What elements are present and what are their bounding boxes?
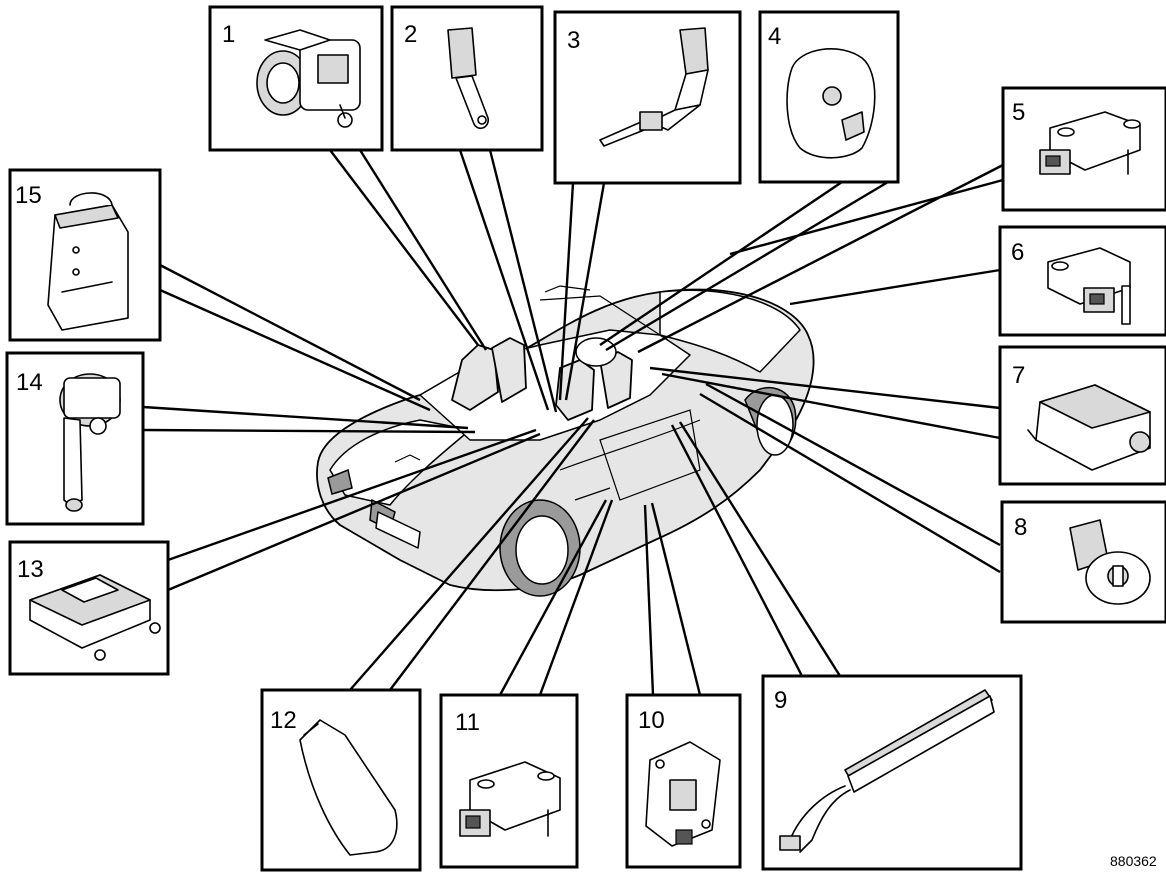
component-14: 14: [7, 353, 143, 524]
rollover-control-module-icon: [48, 193, 128, 330]
component-number: 1: [222, 21, 235, 48]
component-12: 12: [262, 690, 420, 870]
component-4: 4: [760, 12, 898, 182]
car-illustration: [317, 286, 814, 596]
figure-reference-code: 880362: [1110, 853, 1157, 869]
component-number: 5: [1012, 99, 1025, 126]
component-number: 14: [16, 369, 43, 396]
component-number: 6: [1011, 239, 1024, 266]
component-number: 12: [270, 707, 297, 734]
component-2: 2: [392, 7, 542, 150]
component-9: 9: [763, 676, 1021, 869]
component-7: 7: [1000, 347, 1166, 484]
component-number: 8: [1014, 514, 1027, 541]
component-15: 15: [10, 170, 160, 340]
component-5: 5: [1003, 88, 1166, 210]
component-number: 13: [17, 556, 44, 583]
side-impact-sensor-icon: [646, 742, 720, 846]
component-11: 11: [441, 695, 577, 867]
component-3: 3: [555, 12, 740, 183]
component-number: 9: [774, 687, 787, 714]
driver-airbag-icon: [787, 49, 875, 158]
component-6: 6: [1000, 227, 1166, 335]
component-number: 7: [1012, 362, 1025, 389]
component-number: 11: [455, 709, 480, 736]
component-8: 8: [1002, 502, 1166, 622]
component-10: 10: [627, 695, 740, 867]
component-number: 2: [404, 21, 417, 48]
component-13: 13: [10, 542, 168, 674]
component-number: 15: [15, 182, 42, 209]
component-number: 10: [638, 707, 665, 734]
component-number: 3: [567, 27, 580, 54]
component-1: 1: [210, 7, 382, 150]
component-number: 4: [768, 23, 781, 50]
